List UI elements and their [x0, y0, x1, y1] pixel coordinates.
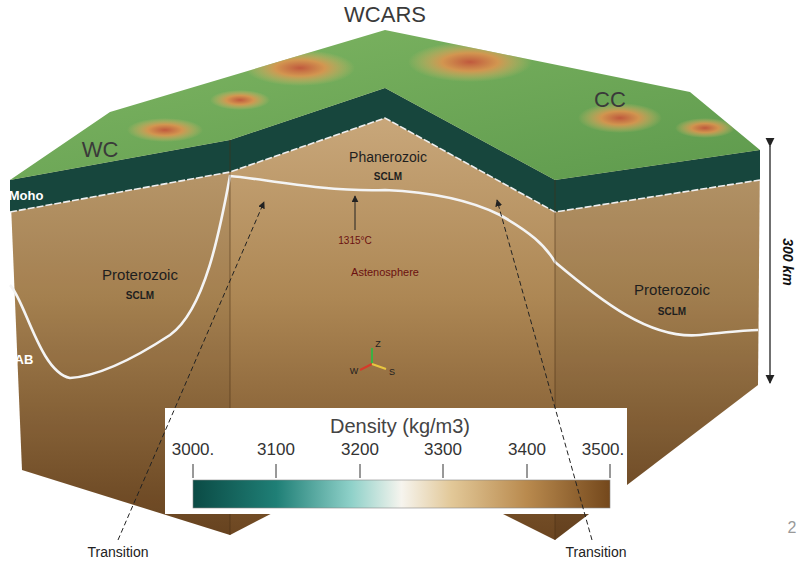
tick-label: 3100	[257, 441, 295, 460]
axis-label: Z	[375, 340, 381, 350]
boundary-name: Moho	[9, 189, 44, 203]
colorbar-panel	[165, 408, 627, 514]
layer-name: SCLM	[126, 290, 154, 301]
lab-line	[10, 176, 758, 378]
layer-name: Proterozoic	[102, 267, 178, 284]
tick-label: 3200	[341, 441, 379, 460]
topography-surface	[10, 30, 760, 180]
tick-label: 3000.	[172, 441, 215, 460]
page-number: 2	[788, 519, 797, 537]
layer-name: Proterozoic	[634, 282, 710, 299]
axis-label: W	[350, 367, 359, 377]
colorbar	[193, 480, 610, 508]
axis-label: S	[389, 368, 395, 378]
tick-label: 3300	[424, 441, 462, 460]
tick-label: 3400	[508, 441, 546, 460]
dimension-label: 300 km	[779, 238, 794, 285]
callout-label: Transition	[88, 545, 149, 560]
axis-z	[371, 348, 373, 364]
region-name: CC	[594, 88, 626, 112]
region-name: WCARS	[344, 3, 426, 27]
layer-name: SCLM	[374, 171, 402, 182]
colorbar-title: Density (kg/m3)	[330, 415, 470, 437]
isotherm-arrow	[355, 196, 356, 230]
tick-label: 3500.	[582, 441, 625, 460]
boundary-name: LAB	[7, 353, 34, 367]
layer-name: Phanerozoic	[349, 150, 427, 165]
transition-leader	[118, 202, 264, 540]
layer-name: Astenosphere	[351, 266, 419, 278]
colorbar-ticks	[193, 464, 610, 478]
temperature-label: 1315°C	[338, 235, 371, 246]
topography-relief	[127, 42, 735, 142]
axis-w	[360, 364, 372, 370]
region-name: WC	[82, 138, 119, 162]
transition-leader	[497, 200, 592, 540]
axis-s	[372, 364, 386, 369]
layer-name: SCLM	[658, 306, 686, 317]
depth-arrow	[769, 146, 770, 383]
callout-label: Transition	[566, 545, 627, 560]
